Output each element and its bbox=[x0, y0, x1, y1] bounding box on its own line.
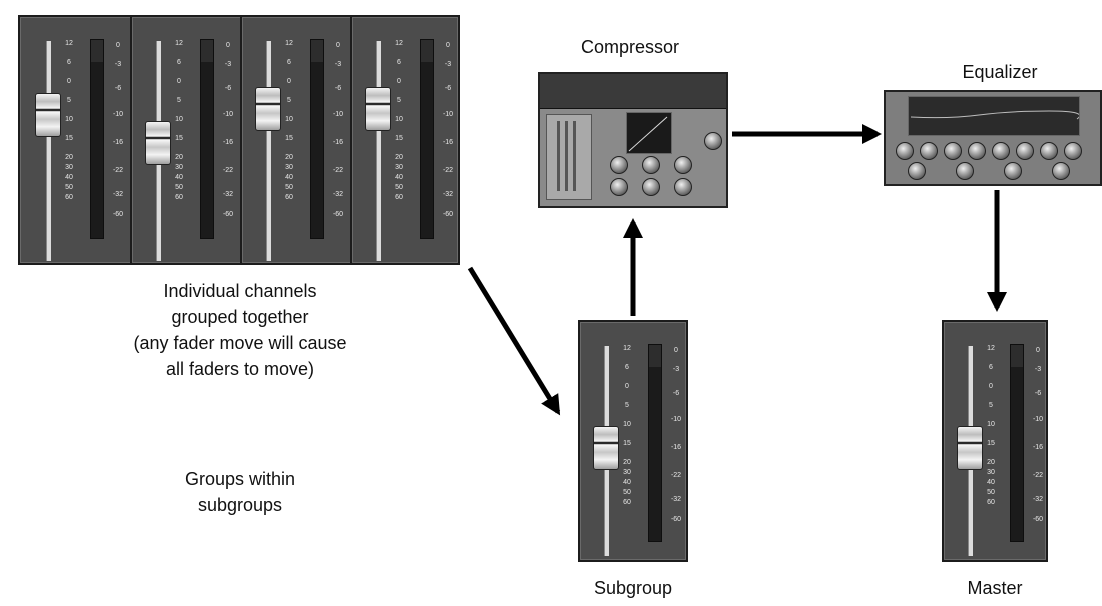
equalizer-plugin[interactable] bbox=[884, 90, 1102, 186]
caption-line: Groups within bbox=[184, 469, 296, 489]
knob-icon[interactable] bbox=[642, 178, 660, 196]
level-meter bbox=[200, 39, 214, 239]
meter-scale: 0-3 -6-10 -16-22 -32-60 bbox=[442, 42, 454, 218]
fader-cap[interactable] bbox=[35, 93, 61, 137]
meter-scale: 0-3 -6-10 -16-22 -32-60 bbox=[222, 42, 234, 218]
knob-icon[interactable] bbox=[674, 178, 692, 196]
equalizer-label: Equalizer bbox=[962, 62, 1038, 82]
knob-icon[interactable] bbox=[956, 162, 974, 180]
channels-caption: Individual channels grouped together (an… bbox=[70, 278, 410, 382]
caption-line: all faders to move) bbox=[165, 359, 315, 379]
plugin-header bbox=[540, 74, 726, 109]
meter-scale: 0-3 -6-10 -16-22 -32-60 bbox=[332, 42, 344, 218]
knob-icon[interactable] bbox=[610, 156, 628, 174]
fader-cap[interactable] bbox=[145, 121, 171, 165]
caption-line: (any fader move will cause bbox=[133, 333, 347, 353]
knob-icon[interactable] bbox=[908, 162, 926, 180]
meter-scale: 0-3 -6-10 -16-22 -32-60 bbox=[112, 42, 124, 218]
fader-track bbox=[46, 41, 51, 261]
level-meter bbox=[310, 39, 324, 239]
compressor-plugin[interactable] bbox=[538, 72, 728, 208]
knob-icon[interactable] bbox=[1016, 142, 1034, 160]
knob-icon[interactable] bbox=[1052, 162, 1070, 180]
meter-scale: 0-3 -6-10 -16-22 -32-60 bbox=[670, 347, 682, 523]
knob-icon[interactable] bbox=[674, 156, 692, 174]
knob-icon[interactable] bbox=[610, 178, 628, 196]
level-meter bbox=[90, 39, 104, 239]
input-meters bbox=[546, 114, 592, 200]
groups-caption: Groups within subgroups bbox=[140, 466, 340, 518]
knob-icon[interactable] bbox=[944, 142, 962, 160]
knob-icon[interactable] bbox=[642, 156, 660, 174]
fader-cap[interactable] bbox=[255, 87, 281, 131]
fader-cap[interactable] bbox=[957, 426, 983, 470]
knob-icon[interactable] bbox=[1040, 142, 1058, 160]
level-meter bbox=[648, 344, 662, 542]
caption-line: subgroups bbox=[197, 495, 283, 515]
eq-graph bbox=[908, 96, 1081, 136]
fader-track bbox=[376, 41, 381, 261]
caption-line: Individual channels bbox=[163, 281, 317, 301]
master-label: Master bbox=[967, 578, 1023, 598]
fader-cap[interactable] bbox=[593, 426, 619, 470]
knob-icon[interactable] bbox=[1004, 162, 1022, 180]
arrow-groups-to-subgroup bbox=[467, 266, 561, 416]
subgroup-label: Subgroup bbox=[593, 578, 673, 598]
knob-icon[interactable] bbox=[704, 132, 722, 150]
level-meter bbox=[420, 39, 434, 239]
level-meter bbox=[1010, 344, 1024, 542]
knob-icon[interactable] bbox=[992, 142, 1010, 160]
meter-scale: 0-3 -6-10 -16-22 -32-60 bbox=[1032, 347, 1044, 523]
knob-icon[interactable] bbox=[920, 142, 938, 160]
knob-icon[interactable] bbox=[1064, 142, 1082, 160]
knob-icon[interactable] bbox=[896, 142, 914, 160]
knob-icon[interactable] bbox=[968, 142, 986, 160]
fader-track bbox=[266, 41, 271, 261]
compressor-label: Compressor bbox=[580, 37, 680, 57]
caption-line: grouped together bbox=[171, 307, 309, 327]
fader-cap[interactable] bbox=[365, 87, 391, 131]
compressor-graph bbox=[626, 112, 672, 154]
